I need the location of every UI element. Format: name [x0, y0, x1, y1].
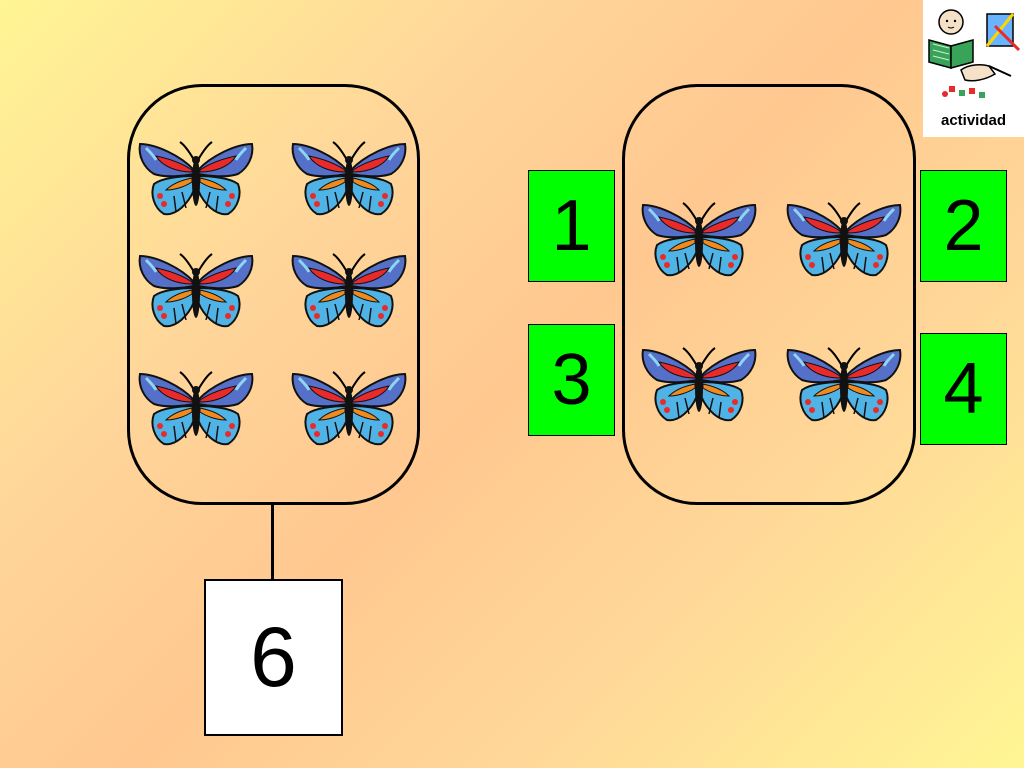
butterfly-icon: [639, 344, 759, 424]
butterfly-icon: [289, 250, 409, 330]
butterfly-icon: [136, 368, 256, 448]
answer-option-4-button[interactable]: 4: [920, 333, 1007, 445]
activity-pictogram-icon: [928, 9, 1021, 98]
butterfly-icon: [136, 250, 256, 330]
butterfly-icon: [289, 138, 409, 218]
answer-option-1-button[interactable]: 1: [528, 170, 615, 282]
activity-label: actividad: [940, 112, 1007, 129]
answer-option-2-button[interactable]: 2: [920, 170, 1007, 282]
answer-option-3-button[interactable]: 3: [528, 324, 615, 436]
right-butterfly-set: [622, 84, 916, 505]
butterfly-icon: [639, 199, 759, 279]
total-count-box: 6: [204, 579, 343, 736]
butterfly-icon: [289, 368, 409, 448]
butterfly-icon: [784, 344, 904, 424]
connector-line: [271, 503, 274, 580]
butterfly-icon: [136, 138, 256, 218]
activity-badge: actividad: [923, 0, 1024, 137]
butterfly-icon: [784, 199, 904, 279]
